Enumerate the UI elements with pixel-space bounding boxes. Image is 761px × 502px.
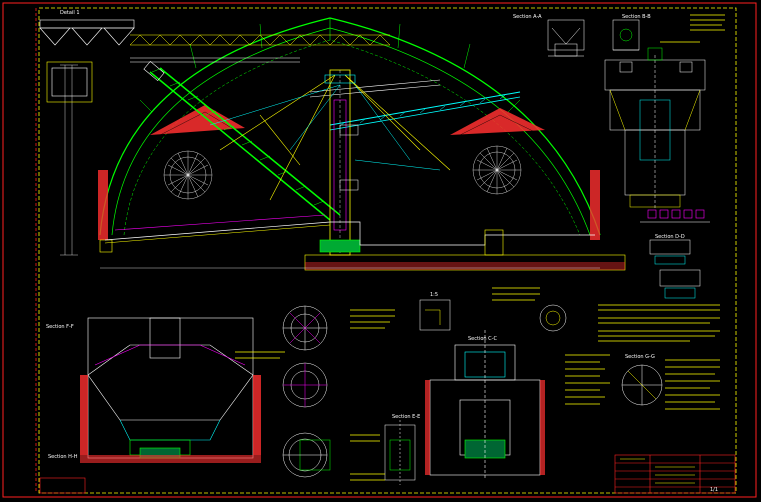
bottom-left-stamp <box>39 477 86 494</box>
notes-block-top-right <box>660 14 725 43</box>
section-b-b-view <box>612 19 640 51</box>
reclaimer-plan-left <box>163 150 213 200</box>
central-mast <box>319 69 361 256</box>
stockpile-left <box>150 105 245 136</box>
section-d-d-view <box>649 239 701 299</box>
section-c-c-hatch <box>425 380 545 475</box>
detail-circle-bottom <box>282 432 331 478</box>
stacker-boom <box>143 60 341 221</box>
section-b-b-label: Section B-B <box>622 14 651 20</box>
foundation-wall-right <box>590 170 600 240</box>
dome-structure <box>99 17 601 236</box>
tower-elevation <box>604 47 706 210</box>
detail-k-scale-label: 1:5 <box>430 292 438 298</box>
idler-circle <box>539 304 567 332</box>
top-lattice-truss <box>129 34 391 63</box>
detail-k-view <box>419 299 451 331</box>
stockpile-right <box>450 108 545 136</box>
section-c-c-view <box>429 330 541 480</box>
notes-block-middle <box>235 287 540 481</box>
section-f-f-hatch <box>80 375 261 463</box>
sheet-border-inner <box>38 7 737 494</box>
section-e-e-view <box>384 420 416 485</box>
reclaimer-plan-right <box>472 145 522 195</box>
section-d-d-label: Section D-D <box>655 234 685 240</box>
title-block <box>614 454 736 494</box>
section-c-c-label: Section C-C <box>468 336 497 342</box>
section-f-f-label: Section F-F <box>46 324 74 330</box>
silo-hoppers <box>39 19 135 103</box>
detail-circle-middle <box>282 362 328 408</box>
boom-stays <box>219 74 451 201</box>
section-g-g-label: Section G-G <box>625 354 655 360</box>
ground-trench <box>104 214 626 271</box>
detail-1-label: Detail 1 <box>60 10 80 16</box>
notes-block-right <box>565 304 720 410</box>
dimension-lines-left <box>60 64 600 269</box>
title-block-fills <box>620 458 695 484</box>
section-a-a-view <box>547 19 585 57</box>
cyan-stays <box>209 84 441 171</box>
detail-circle-top <box>282 305 328 351</box>
conveyor-idler-details <box>640 209 710 223</box>
section-h-h-label: Section H-H <box>48 454 78 460</box>
section-f-f-view <box>87 317 254 459</box>
sheet-number: 1/1 <box>710 487 718 493</box>
reclaimer-boom <box>309 79 521 131</box>
section-g-g-view <box>621 364 663 406</box>
section-e-e-label: Section E-E <box>392 414 420 420</box>
section-a-a-label: Section A-A <box>513 14 542 20</box>
